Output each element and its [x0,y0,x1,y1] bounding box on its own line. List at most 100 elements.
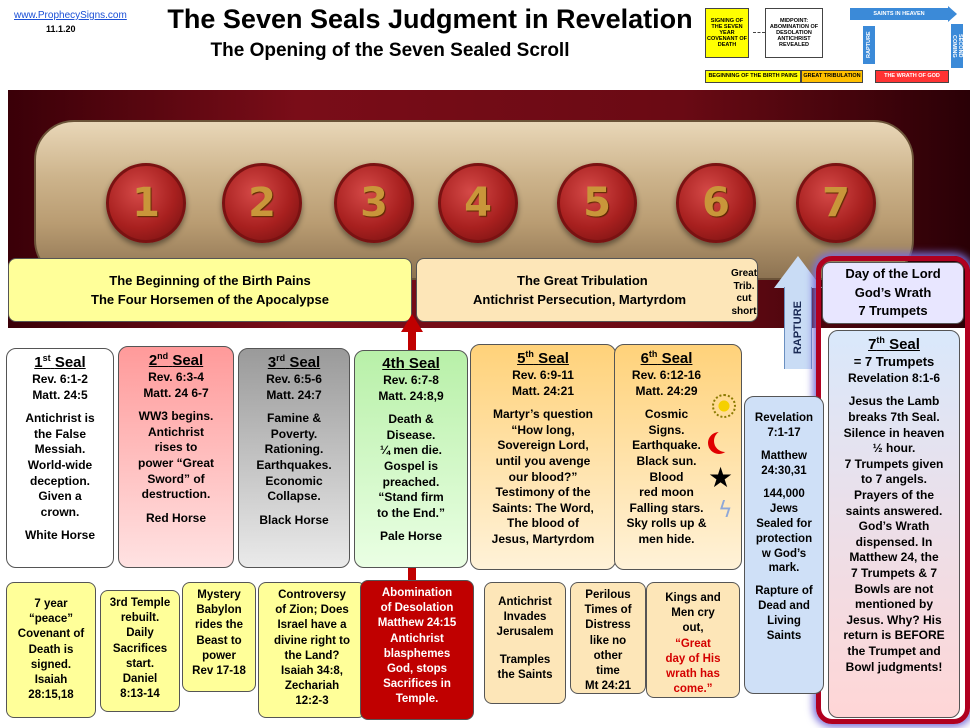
banner-great-trib-line1: The Great Tribulation [517,272,648,288]
seal-description-line: Signs. [648,422,685,437]
seal-heading: 2nd Seal [122,351,230,370]
banner-great-trib-line2: Antichrist Persecution, Martyrdom [473,292,687,307]
seal-description-line: Martyr’s question [492,407,594,422]
seal-reference: Rev. 6:5-6 [266,372,322,386]
bottom-box-line: Daniel [122,672,158,685]
seal-description-line: World-wide [27,457,93,472]
spacer [122,401,230,409]
bottom-box-line: Covenant of [17,628,85,641]
seal-word: Seal [661,350,693,367]
spacer [10,403,110,411]
seal-description-line: 7 Trumpets given [844,456,944,471]
seal-number: 4th [382,355,405,372]
seal-number-suffix: th [525,349,534,359]
spacer [242,403,346,411]
bottom-box-line: Zechariah [284,680,340,693]
red-arrow-icon [401,314,423,332]
bottom-box-line: 12:2-3 [295,695,329,708]
bottom-box-line: Tramples [499,653,551,666]
seal-number: 6 [640,350,649,367]
seal-description-line: Earthquake. [632,438,701,453]
rapture-arrow-icon [774,256,822,288]
banner-birth-pains: The Beginning of the Birth Pains The Fou… [8,258,412,322]
seal-number: 3 [267,354,277,371]
seal-description-line: power “Great [137,455,215,470]
seal-reference: Matt. 24 6-7 [143,385,209,400]
rapture-box-line: mark. [768,562,800,575]
seal-reference: = 7 Trumpets [853,354,935,369]
bottom-box-line: Sacrifices [112,642,168,655]
bottom-box-line: Times of [584,604,632,617]
seal-description-line: preached. [382,474,440,489]
seal-reference: Rev. 6:1-2 [32,372,88,386]
mini-birth-pains: BEGINNING OF THE BIRTH PAINS [705,70,801,83]
bottom-box-line: the Saints [497,668,553,681]
moon-icon [714,430,736,452]
seal-description-line: Saints: The Word, [492,500,594,515]
website-link[interactable]: www.ProphecySigns.com [14,10,127,21]
seal-horse-label: Red Horse [145,510,207,525]
seal-description-line: return is BEFORE [843,628,945,643]
seal-3-wax: 3 [334,163,414,243]
date: 11.1.20 [46,24,76,34]
seal-horse-label: Black Horse [259,512,329,527]
mini-timeline: SIGNING OF THE SEVEN YEAR COVENANT OF DE… [705,6,965,88]
rapture-box-line: Revelation [754,412,814,424]
banner-day-of-the-lord: Day of the Lord God’s Wrath 7 Trumpets [822,262,964,324]
spacer [122,503,230,511]
rapture-box-line [748,576,820,584]
mini-arrow-right-icon [948,6,957,22]
seal-description-line: Earthquakes. [256,457,332,472]
seal-description-line: Messiah. [34,442,86,457]
seal-4-wax: 4 [438,163,518,243]
bottom-box-line: Jerusalem [496,626,554,639]
seal-description-line: Death & [388,412,434,427]
seal-description-line: Jesus, Martyrdom [491,531,595,546]
seal-description-line: the Trumpet and [847,643,941,658]
bottom-box-line: Sacrifices in [383,678,451,691]
banner-dol-line3: 7 Trumpets [858,303,928,319]
bottom-box-line: start. [125,657,155,670]
bottom-box-line: Babylon [196,604,242,617]
seal-number: 5 [517,350,526,367]
rapture-label: RAPTURE [792,301,804,355]
mini-rapture: RAPTURE [863,26,875,64]
bottom-box-line: signed. [30,658,72,671]
seal-description-line: Poverty. [270,426,318,441]
seal-number-suffix: rd [276,353,286,363]
seal-description-line: deception. [29,473,90,488]
seal-number: 1 [34,354,43,371]
seal-description-line: ½ hour. [872,441,916,456]
seal-word: Seal [172,352,204,369]
seal-word: Seal [289,354,321,371]
rapture-box-line [748,441,820,449]
bottom-box-line: rides the [195,619,243,632]
seal-description-line: Testimony of the [495,485,591,500]
seal-reference: Matt. 24:5 [32,387,88,402]
spacer [474,399,612,407]
mini-second-coming: SECOND COMING [951,24,963,68]
bottom-box-highlight: wrath has [666,667,720,680]
seal-description-line: Prayers of the [853,488,935,503]
seal-description-line: crown. [40,504,80,519]
seal-description-line: Blood [649,469,684,484]
rapture-box-line: protection [755,532,813,545]
mini-midpoint: MIDPOINT: ABOMINATION OF DESOLATION ANTI… [765,8,823,58]
rapture-arrow-shaft: RAPTURE [784,287,812,369]
bottom-box-line [488,641,562,653]
seal-description-line: “Stand firm [378,490,444,505]
seal-description-line: until you avenge [495,453,591,468]
seal-description-line: Silence in heaven [843,425,945,440]
spacer [10,520,110,528]
rapture-box-line: Rapture of [755,585,813,598]
